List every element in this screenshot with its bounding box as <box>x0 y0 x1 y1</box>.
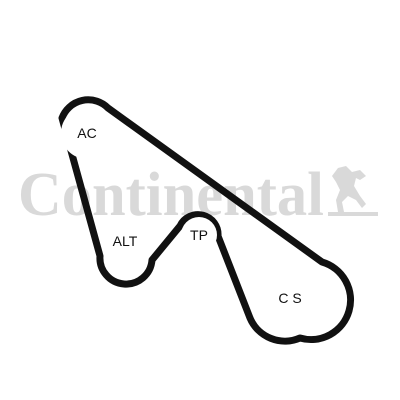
pulley-cs: C S <box>254 262 326 334</box>
serpentine-belt <box>58 96 355 345</box>
belt-path <box>58 96 355 345</box>
pulley-tp: TP <box>181 217 217 253</box>
pulley-alt: ALT <box>101 216 149 264</box>
pulley-tp-label: TP <box>190 227 208 243</box>
pulley-alt-label: ALT <box>113 233 138 249</box>
svg-text:Continental: Continental <box>18 161 324 229</box>
rearing-horse-icon <box>328 166 378 216</box>
pulley-cs-label: C S <box>278 290 301 306</box>
continental-watermark: Continental <box>18 161 378 229</box>
pulley-ac-label: AC <box>77 125 96 141</box>
pulley-ac: AC <box>61 107 113 159</box>
